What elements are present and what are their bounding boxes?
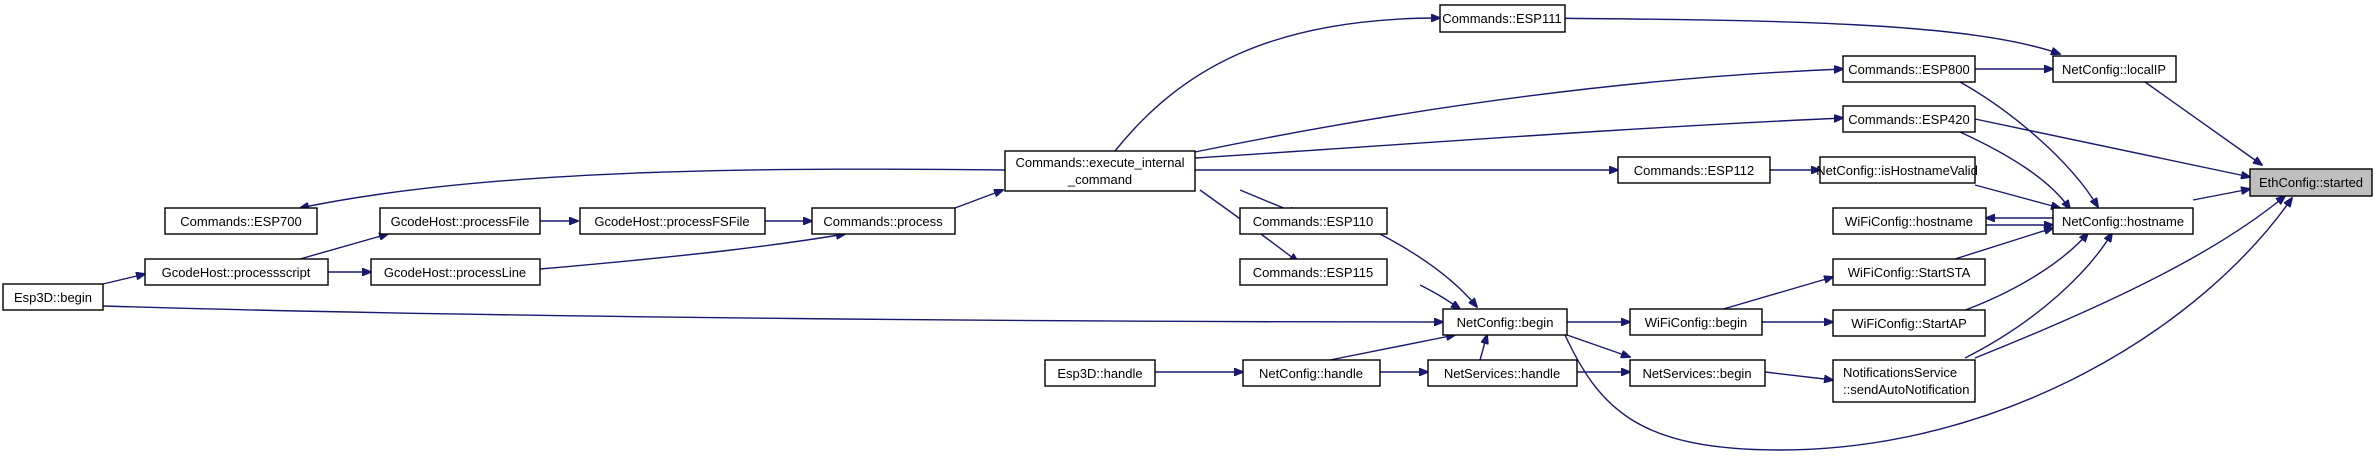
node-label: Commands::ESP115 <box>1253 265 1373 280</box>
node-label: Commands::ESP800 <box>1848 62 1969 77</box>
node-label: NetConfig::isHostnameValid <box>1816 163 1978 178</box>
edge-process-to-exec <box>954 190 1003 209</box>
node-label: EthConfig::started <box>2259 175 2363 190</box>
node-esp3d-begin[interactable]: Esp3D::begin <box>2 283 104 311</box>
node-commands-esp111[interactable]: Commands::ESP111 <box>1439 4 1566 33</box>
edge-exec-to-esp700 <box>300 168 1006 208</box>
node-wificonfig-startap[interactable]: WiFiConfig::StartAP <box>1832 309 1986 337</box>
edge-startsta-to-hostname <box>1954 228 2053 260</box>
edge-nethandle-to-netbegin <box>1329 335 1455 361</box>
node-label: Commands::process <box>823 214 943 229</box>
node-notificationsservice-sendautonotification[interactable]: NotificationsService ::sendAutoNotificat… <box>1832 359 1976 403</box>
node-label: NetServices::begin <box>1642 366 1751 381</box>
node-label: WiFiConfig::begin <box>1645 315 1748 330</box>
edge-esp800-to-hostname <box>1959 81 2098 207</box>
node-label: NetConfig::begin <box>1457 315 1554 330</box>
edge-processline-to-process <box>539 234 845 270</box>
edges <box>102 17 2292 451</box>
node-commands-esp112[interactable]: Commands::ESP112 <box>1617 156 1771 184</box>
node-commands-esp700[interactable]: Commands::ESP700 <box>164 207 318 235</box>
node-commands-esp420[interactable]: Commands::ESP420 <box>1842 105 1976 133</box>
edge-esp420-to-started <box>1974 118 2250 177</box>
node-label: Commands::ESP700 <box>180 214 301 229</box>
edge-ishostnamevalid-to-hostname <box>1974 184 2060 208</box>
edge-esp110-to-netbegin <box>1379 233 1477 307</box>
edge-netbegin-to-netservicesbegin <box>1566 334 1630 357</box>
edge-startap-to-hostname <box>1959 233 2088 313</box>
edge-exec-to-esp800 <box>1194 69 1843 153</box>
edge-esp3dbegin-to-netbegin <box>102 305 1443 322</box>
node-commands-esp115[interactable]: Commands::ESP115 <box>1239 258 1388 286</box>
edge-wifibegin-to-startsta <box>1719 277 1833 311</box>
node-label: Commands::ESP420 <box>1848 112 1969 127</box>
edge-netserviceshandle-to-netbegin <box>1479 335 1487 361</box>
edge-hostname-to-started <box>2192 189 2250 201</box>
nodes: EthConfig::started NetConfig::localIP Ne… <box>2 4 2373 403</box>
edge-esp420-to-hostname <box>1959 131 2070 209</box>
node-label: WiFiConfig::StartSTA <box>1848 265 1971 280</box>
edge-esp111-to-localip <box>1524 17 2060 54</box>
node-label-line2: ::sendAutoNotification <box>1843 382 1969 397</box>
node-netconfig-hostname[interactable]: NetConfig::hostname <box>2052 207 2194 235</box>
node-label: WiFiConfig::StartAP <box>1851 316 1967 331</box>
node-netservices-begin[interactable]: NetServices::begin <box>1629 359 1766 387</box>
edge-exec-to-esp420 <box>1194 118 1843 159</box>
node-gcodehost-processfsfile[interactable]: GcodeHost::processFSFile <box>579 207 766 235</box>
edge-netservicesbegin-to-sendauto <box>1764 371 1833 380</box>
node-label: Esp3D::handle <box>1057 366 1142 381</box>
node-label: NetServices::handle <box>1444 366 1560 381</box>
edge-exec-to-esp111 <box>1114 18 1440 152</box>
node-commands-execute-internal-command[interactable]: Commands::execute_internal _command <box>1004 150 1196 192</box>
node-label: GcodeHost::processFile <box>391 214 530 229</box>
node-label: NetConfig::handle <box>1259 366 1363 381</box>
edge-sendauto-to-hostname <box>1964 233 2112 359</box>
node-commands-process[interactable]: Commands::process <box>811 207 956 235</box>
node-commands-esp800[interactable]: Commands::ESP800 <box>1842 55 1976 83</box>
node-gcodehost-processscript[interactable]: GcodeHost::processscript <box>144 258 329 286</box>
node-commands-esp110[interactable]: Commands::ESP110 <box>1239 207 1388 235</box>
node-wificonfig-startsta[interactable]: WiFiConfig::StartSTA <box>1832 258 1986 286</box>
edge-esp115-to-netbegin <box>1419 284 1460 309</box>
node-label: GcodeHost::processLine <box>384 265 526 280</box>
node-label: NetConfig::hostname <box>2062 214 2184 229</box>
node-label-line1: NotificationsService <box>1843 365 1957 380</box>
node-label: GcodeHost::processscript <box>162 265 311 280</box>
node-netconfig-begin[interactable]: NetConfig::begin <box>1442 308 1568 336</box>
edge-processscript-to-processfile <box>299 234 388 260</box>
node-netconfig-ishostnamevalid[interactable]: NetConfig::isHostnameValid <box>1816 156 1978 184</box>
node-label: Commands::ESP111 <box>1442 11 1561 26</box>
edge-netbegin-to-started <box>1564 198 2292 451</box>
node-label-line2: _command <box>1067 172 1132 187</box>
node-wificonfig-hostname[interactable]: WiFiConfig::hostname <box>1832 207 1987 235</box>
node-wificonfig-begin[interactable]: WiFiConfig::begin <box>1629 308 1763 336</box>
node-ethconfig-started[interactable]: EthConfig::started <box>2249 168 2373 197</box>
node-label: Commands::ESP112 <box>1634 163 1754 178</box>
node-gcodehost-processfile[interactable]: GcodeHost::processFile <box>379 207 541 235</box>
node-label: WiFiConfig::hostname <box>1845 214 1973 229</box>
node-label: NetConfig::localIP <box>2062 62 2166 77</box>
edge-localip-to-started <box>2144 81 2262 165</box>
node-label: Esp3D::begin <box>14 290 92 305</box>
node-label: GcodeHost::processFSFile <box>594 214 749 229</box>
node-gcodehost-processline[interactable]: GcodeHost::processLine <box>370 258 541 286</box>
node-label: Commands::ESP110 <box>1253 214 1373 229</box>
edge-esp3dbegin-to-processscript <box>102 274 145 285</box>
node-netservices-handle[interactable]: NetServices::handle <box>1427 359 1578 387</box>
node-netconfig-handle[interactable]: NetConfig::handle <box>1242 359 1381 387</box>
node-netconfig-localip[interactable]: NetConfig::localIP <box>2052 55 2177 83</box>
node-label-line1: Commands::execute_internal <box>1015 155 1184 170</box>
edge-sendauto-to-started <box>1974 196 2285 359</box>
node-esp3d-handle[interactable]: Esp3D::handle <box>1044 359 1156 387</box>
